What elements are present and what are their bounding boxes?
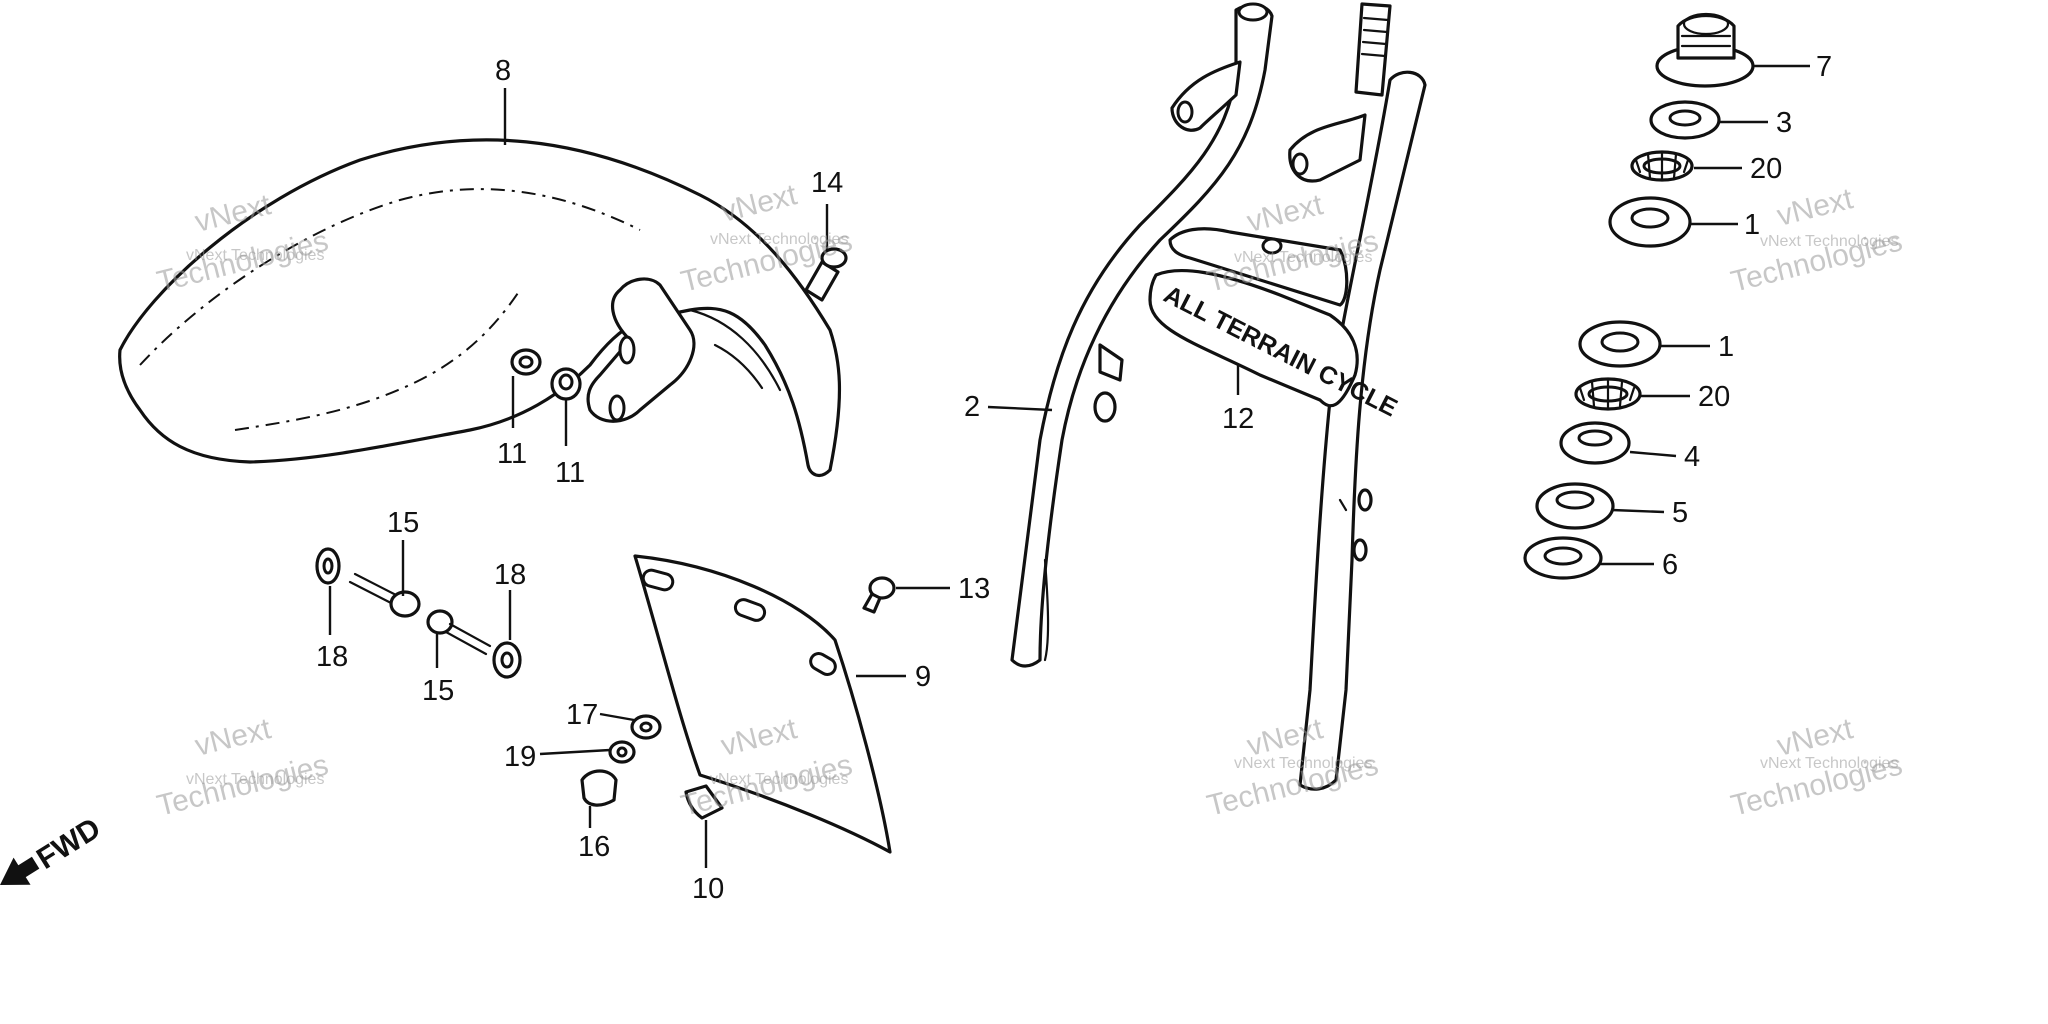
- callout-18a: 18: [316, 641, 348, 673]
- stem-nut-7: [1655, 12, 1755, 88]
- callout-18b: 18: [494, 559, 526, 591]
- dust-seal-5: [1535, 482, 1615, 530]
- bearing-race-3: [1649, 100, 1721, 140]
- front-fender: [118, 138, 842, 478]
- callout-1a: 1: [1744, 209, 1760, 241]
- fwd-arrow-icon: [0, 856, 40, 885]
- callout-20b: 20: [1698, 381, 1730, 413]
- watermark-7: vNext Technologies vNext Technologies: [1204, 712, 1382, 823]
- bearing-cone-1b: [1578, 320, 1662, 368]
- fender-washer-11a: [510, 348, 542, 376]
- bolt-15b: [426, 609, 492, 656]
- fender-nut-11b: [550, 367, 582, 401]
- callout-3: 3: [1776, 107, 1792, 139]
- callout-8: 8: [495, 55, 511, 87]
- callout-15b: 15: [422, 675, 454, 707]
- callout-15a: 15: [387, 507, 419, 539]
- callout-16: 16: [578, 831, 610, 863]
- washer-6: [1523, 536, 1603, 580]
- leader-lines: [328, 64, 1810, 868]
- washer-18a: [315, 547, 341, 585]
- bolt-13: [862, 576, 896, 614]
- svg-text:vNext Technologies: vNext Technologies: [1234, 249, 1372, 266]
- callout-17: 17: [566, 699, 598, 731]
- callout-20a: 20: [1750, 153, 1782, 185]
- callout-12: 12: [1222, 403, 1254, 435]
- steel-balls-20b: [1574, 377, 1642, 411]
- steel-balls-20a: [1630, 150, 1694, 182]
- svg-text:vNext Technologies: vNext Technologies: [1760, 233, 1898, 250]
- svg-text:vNext Technologies: vNext Technologies: [186, 771, 324, 788]
- callout-labels: 8 14 11 11 15 18 18 15 9 13 17 19 16 10 …: [316, 51, 1832, 905]
- number-plate: [633, 554, 892, 854]
- collar-19: [608, 740, 636, 764]
- watermark-5: vNext Technologies vNext Technologies: [154, 712, 332, 823]
- callout-14: 14: [811, 167, 843, 199]
- svg-text:vNext: vNext: [192, 712, 275, 763]
- washer-18b: [492, 641, 522, 679]
- nut-16: [580, 769, 618, 807]
- svg-text:vNext Technologies: vNext Technologies: [186, 247, 324, 264]
- svg-text:vNext Technologies: vNext Technologies: [710, 231, 848, 248]
- svg-text:vNext Technologies: vNext Technologies: [710, 771, 848, 788]
- callout-5: 5: [1672, 497, 1688, 529]
- svg-text:Technologies: Technologies: [154, 748, 332, 822]
- callout-10: 10: [692, 873, 724, 905]
- watermark-8: vNext Technologies vNext Technologies: [1728, 712, 1906, 823]
- front-fork: [1010, 2, 1427, 791]
- callout-1b: 1: [1718, 331, 1734, 363]
- callout-9: 9: [915, 661, 931, 693]
- callout-11a: 11: [497, 438, 527, 470]
- fwd-label: FWD: [31, 812, 106, 876]
- callout-7: 7: [1816, 51, 1832, 83]
- callout-19: 19: [504, 741, 536, 773]
- callout-6: 6: [1662, 549, 1678, 581]
- callout-2: 2: [964, 391, 980, 423]
- bolt-15a: [348, 572, 421, 618]
- fwd-indicator: FWD: [0, 812, 106, 885]
- svg-text:vNext: vNext: [1244, 188, 1327, 239]
- callout-11b: 11: [555, 457, 585, 489]
- grommet-17: [630, 714, 662, 740]
- callout-4: 4: [1684, 441, 1700, 473]
- svg-text:vNext Technologies: vNext Technologies: [1234, 755, 1372, 772]
- svg-text:vNext Technologies: vNext Technologies: [1760, 755, 1898, 772]
- clip-10: [684, 784, 724, 820]
- svg-text:vNext: vNext: [1774, 182, 1857, 233]
- bearing-race-4: [1559, 421, 1631, 465]
- callout-13: 13: [958, 573, 990, 605]
- svg-text:vNext: vNext: [718, 178, 801, 229]
- bolt-14: [804, 247, 848, 302]
- bearing-cone-1a: [1608, 196, 1692, 248]
